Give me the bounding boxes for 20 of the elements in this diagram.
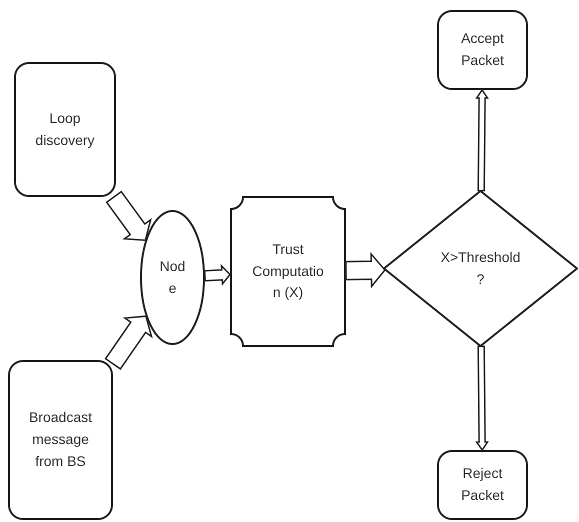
- block-arrow: [475, 346, 489, 452]
- terminal-box: [437, 10, 528, 90]
- block-arrow: [104, 315, 153, 370]
- node-ellipse: [140, 210, 205, 345]
- process-box: [14, 62, 116, 197]
- node-label: Node: [158, 256, 186, 298]
- block-arrow: [475, 88, 489, 192]
- block-arrow: [106, 190, 152, 241]
- node-label: Loop discovery: [34, 108, 96, 150]
- process-box: [8, 360, 113, 520]
- node-label: X>Threshold ?: [440, 248, 522, 288]
- node-label: Reject Packet: [460, 464, 505, 505]
- block-arrow: [204, 264, 231, 286]
- process-plaque: [230, 196, 346, 347]
- node-label: Accept Packet: [460, 29, 505, 70]
- node-label: Trust Computation (X): [251, 240, 325, 302]
- terminal-box: [437, 450, 528, 520]
- block-arrow: [345, 252, 386, 288]
- node-label: Broadcast message from BS: [28, 408, 94, 471]
- decision-diamond: [383, 190, 578, 347]
